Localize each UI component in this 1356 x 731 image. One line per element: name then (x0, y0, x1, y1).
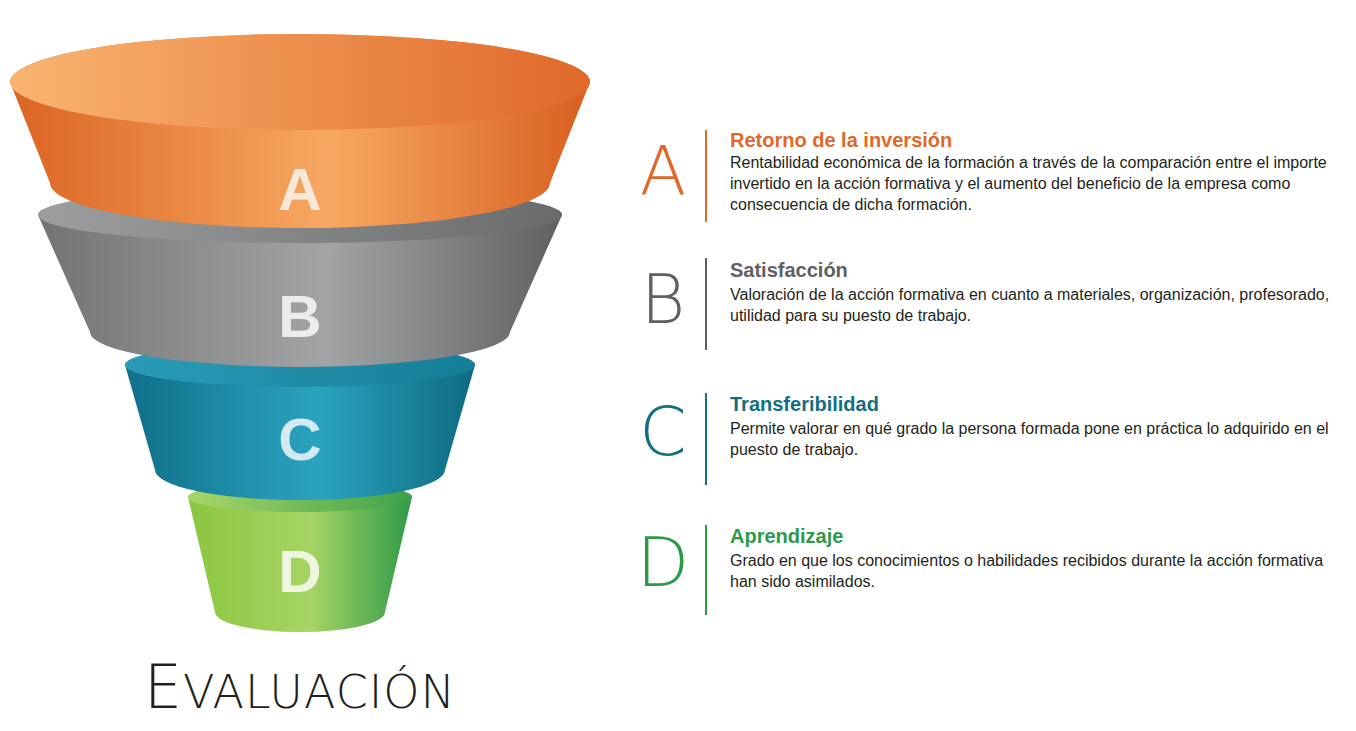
funnel-band: D (188, 482, 412, 632)
item-heading: Satisfacción (730, 258, 848, 282)
band-letter: D (278, 542, 321, 602)
item-heading: Retorno de la inversión (730, 128, 952, 152)
item-description: Valoración de la acción formativa en cua… (730, 284, 1348, 326)
item-letter: C (639, 398, 686, 466)
band-letter: A (278, 160, 321, 220)
band-letter: B (278, 287, 321, 347)
divider-line (705, 525, 707, 615)
item-letter: A (640, 138, 687, 206)
divider-line (705, 258, 707, 350)
band-letter: C (278, 410, 321, 470)
item-description: Grado en que los conocimientos o habilid… (730, 550, 1348, 592)
divider-line (705, 130, 707, 222)
item-letter: D (637, 529, 689, 597)
caption: EVALUACIÓN (0, 652, 600, 727)
divider-line (705, 393, 707, 485)
funnel-band: A (10, 34, 590, 228)
item-description: Rentabilidad económica de la formación a… (730, 152, 1348, 215)
item-heading: Aprendizaje (730, 524, 843, 548)
item-heading: Transferibilidad (730, 392, 879, 416)
item-letter: B (641, 266, 686, 334)
item-description: Permite valorar en qué grado la persona … (730, 418, 1348, 460)
